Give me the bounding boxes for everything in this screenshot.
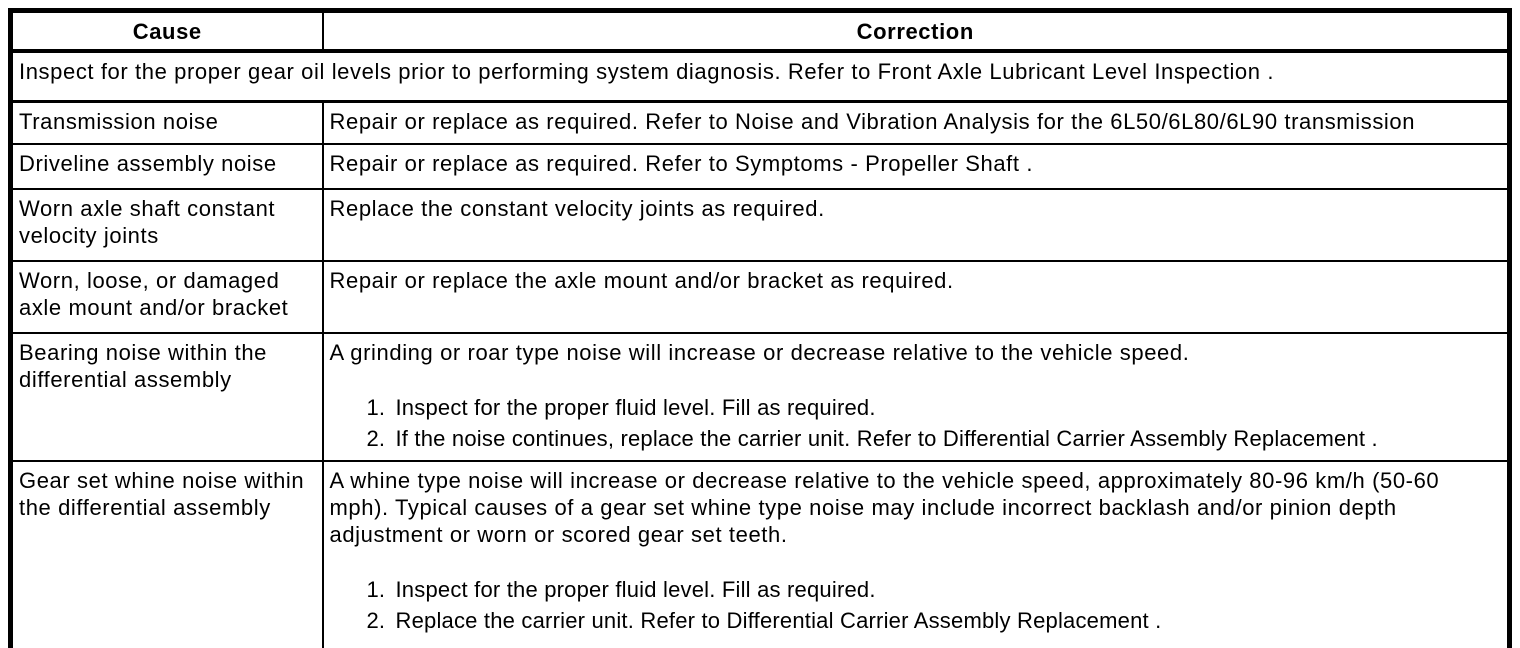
table-row: Transmission noise Repair or replace as … [9,100,1511,145]
correction-steps: Inspect for the proper fluid level. Fill… [330,574,1502,636]
cause-cell: Driveline assembly noise [9,143,324,190]
correction-cell: Repair or replace as required. Refer to … [321,143,1511,190]
note-cell: Inspect for the proper gear oil levels p… [9,50,1511,103]
correction-cell: Replace the constant velocity joints as … [321,188,1511,262]
note-row: Inspect for the proper gear oil levels p… [9,50,1511,103]
correction-steps: Inspect for the proper fluid level. Fill… [330,392,1502,454]
table-row: Worn axle shaft constant velocity joints… [9,188,1511,262]
table-row: Worn, loose, or damaged axle mount and/o… [9,260,1511,334]
cause-column-header: Cause [9,9,324,53]
correction-cell: Repair or replace as required. Refer to … [321,100,1511,145]
correction-cell: A grinding or roar type noise will incre… [321,332,1511,462]
correction-step: Replace the carrier unit. Refer to Diffe… [392,605,1502,636]
table-row: Bearing noise within the differential as… [9,332,1511,462]
correction-step: Inspect for the proper fluid level. Fill… [392,392,1502,423]
table-row: Gear set whine noise within the differen… [9,460,1511,648]
cause-cell: Worn, loose, or damaged axle mount and/o… [9,260,324,334]
correction-step: Inspect for the proper fluid level. Fill… [392,574,1502,605]
correction-column-header: Correction [321,9,1511,53]
table-row: Driveline assembly noise Repair or repla… [9,143,1511,190]
header-row: Cause Correction [9,9,1511,53]
cause-cell: Gear set whine noise within the differen… [9,460,324,648]
correction-step: If the noise continues, replace the carr… [392,423,1502,454]
cause-cell: Transmission noise [9,100,324,145]
correction-cell: Repair or replace the axle mount and/or … [321,260,1511,334]
correction-cell: A whine type noise will increase or decr… [321,460,1511,648]
correction-intro: A grinding or roar type noise will incre… [329,340,1190,365]
cause-cell: Bearing noise within the differential as… [9,332,324,462]
diagnostic-table: Cause Correction Inspect for the proper … [8,8,1512,648]
correction-intro: A whine type noise will increase or decr… [329,468,1440,547]
cause-cell: Worn axle shaft constant velocity joints [9,188,324,262]
